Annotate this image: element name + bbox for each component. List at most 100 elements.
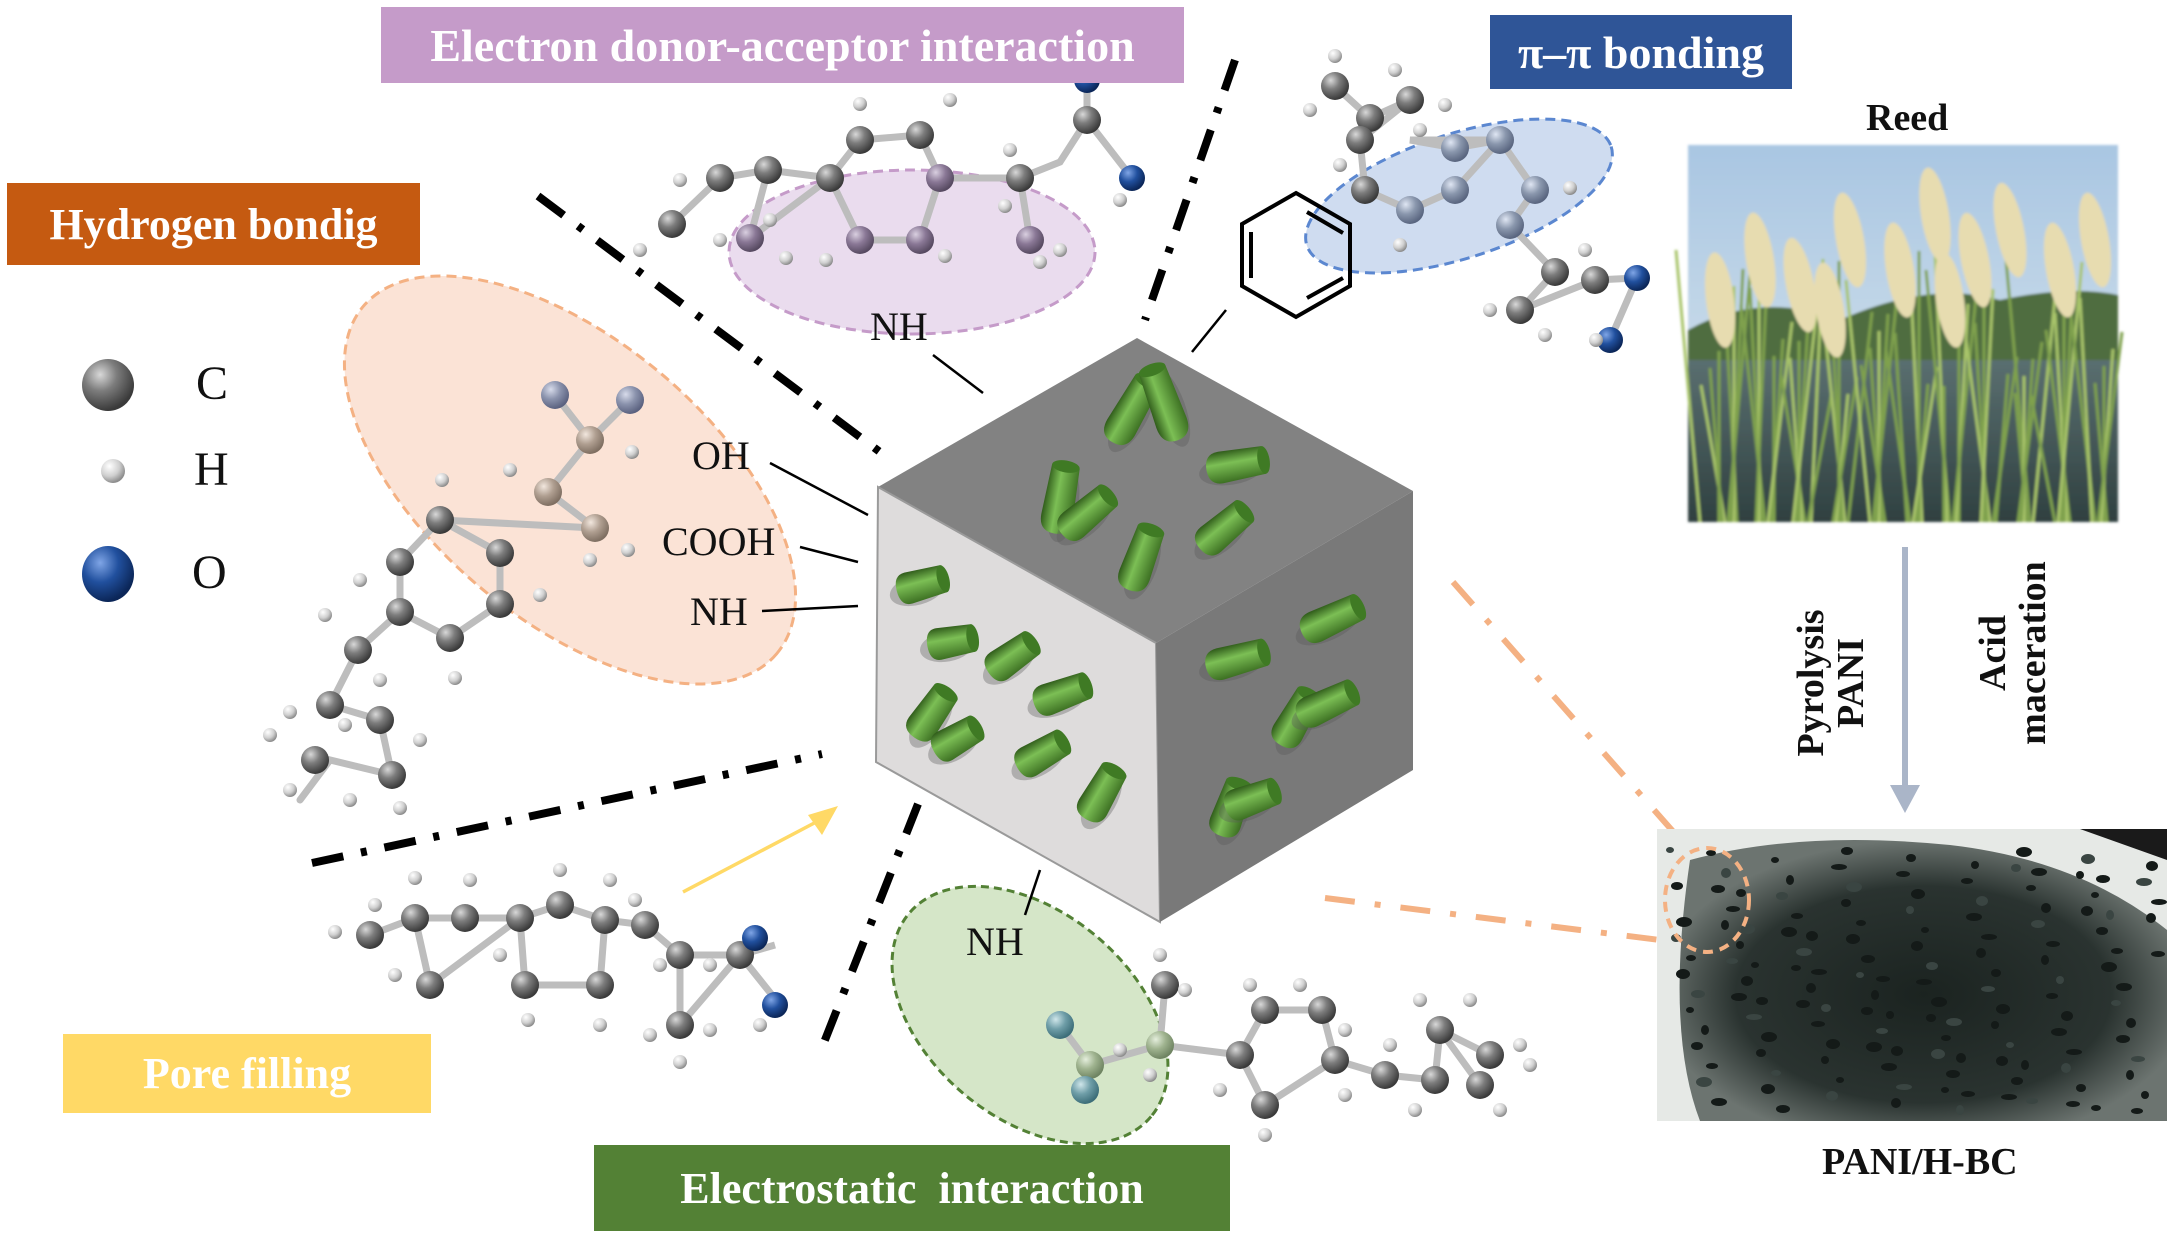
nitrogen-atom [541,381,569,409]
electrostatic-region [890,884,1170,1146]
biochar-grain [1826,1039,1840,1049]
reed-plume [1783,237,1817,333]
benzene-ring-icon [1240,190,1352,320]
biochar-grain [1691,1042,1703,1050]
biochar-grain [2151,899,2167,905]
hydrogen-atom [408,871,422,885]
fiber-particle [928,715,985,765]
carbon-atom [1426,1016,1454,1044]
biochar-grain [2076,1084,2086,1092]
carbon-atom [736,224,764,252]
hydrogen-atom [328,925,342,939]
fiber-particle [1138,362,1191,447]
hydrogen-atom [673,1055,687,1069]
biochar-grain [2146,861,2158,871]
reed-blade [1871,296,1899,523]
group-label-nh-top: NH [870,304,928,349]
hydrogen-atom [435,473,449,487]
carbon-atom [451,904,479,932]
separator-lines [311,58,1239,1047]
label-pi-pi-bonding: π–π bonding [1490,15,1792,89]
biochar-grain [2081,854,2095,864]
legend-hydrogen-icon [101,459,125,483]
carbon-atom [401,904,429,932]
carbon-atom [1521,176,1549,204]
biochar-grain [2096,927,2108,935]
biochar-grain [1691,990,1705,998]
hydrogen-atom [1153,948,1167,962]
biochar-grain [1861,955,1875,963]
group-label-oh: OH [692,433,750,478]
reed-plume [1833,192,1867,288]
label-hydrogen-bonding: Hydrogen bondig [7,183,420,265]
biochar-grain [2141,1091,2149,1099]
step-pyrolysis-text: Pyrolysis [1790,609,1832,757]
biochar-grain [2111,1000,2121,1006]
biochar-grain [1731,993,1747,1001]
carbon-atom [706,164,734,192]
hydrogen-atom [779,251,793,265]
biochar-grain [1891,1098,1901,1108]
carbon-atom [1371,1061,1399,1089]
carbon-atom [1496,211,1524,239]
hydrogen-atom [1483,303,1497,317]
biochar-grain [2001,1094,2017,1100]
biochar-grain [2041,955,2049,965]
biochar-grain [2026,1098,2038,1104]
hydrogen-atom [1463,993,1477,1007]
fiber-end [1257,446,1270,474]
biochar-grain [1726,906,1740,912]
step-acid-text: Acid [1972,615,2014,691]
hydrogen-atom [1493,1103,1507,1117]
hydrogen-atom [1213,1083,1227,1097]
carbon-atom [378,761,406,789]
oxygen-atom [1597,327,1623,353]
biochar-grain [1946,1018,1962,1026]
biochar-grain [1811,969,1827,975]
biochar-grain [1876,976,1890,982]
legend-oxygen-label: O [192,546,227,599]
biochar-grain [2116,983,2132,991]
carbon-atom [816,164,844,192]
cube-top-face [878,338,1413,643]
fiber-body [1295,679,1359,728]
biochar-grain [1841,899,1851,907]
fiber-particle [1295,593,1367,646]
carbon-atom [1226,1041,1254,1069]
hydrogen-atom [583,553,597,567]
reed-plume [1744,212,1776,308]
carbon-atom [1506,296,1534,324]
biochar-grain [1956,1053,1966,1063]
biochar-grain [2046,941,2060,947]
fiber-particle [1118,522,1165,600]
biochar-grain [1806,931,1818,941]
biochar-grain [2066,1049,2082,1055]
biochar-grain [1961,1091,1975,1097]
biochar-cube [874,338,1413,924]
zoom-circle [1663,846,1751,954]
reed-blade [1674,249,1702,523]
carbon-atom [1076,1051,1104,1079]
carbon-atom [416,971,444,999]
biochar-grain [1931,1049,1945,1059]
biochar-grain [1791,965,1801,971]
biochar-grain [1736,889,1746,897]
hydrogen-atom [463,873,477,887]
hydrogen-atom [1589,333,1603,347]
group-label-cooh: COOH [662,519,776,564]
hydrogen-atom [703,1023,717,1037]
reed-blade [2031,276,2059,523]
biochar-grain [1776,892,1788,900]
biochar-grain [1906,906,1914,914]
reed-blade [1791,306,1819,523]
biochar-grain [2091,1105,2101,1111]
hydrogen-atom [1333,158,1347,172]
reed-blade [2056,261,2084,523]
carbon-atom [846,226,874,254]
biochar-grain [1686,955,1696,961]
carbon-atom [386,598,414,626]
biochar-grain [1906,854,1916,862]
hydrogen-atom [368,898,382,912]
hydrogen-atom [643,1028,657,1042]
hydrogen-atom [998,199,1012,213]
